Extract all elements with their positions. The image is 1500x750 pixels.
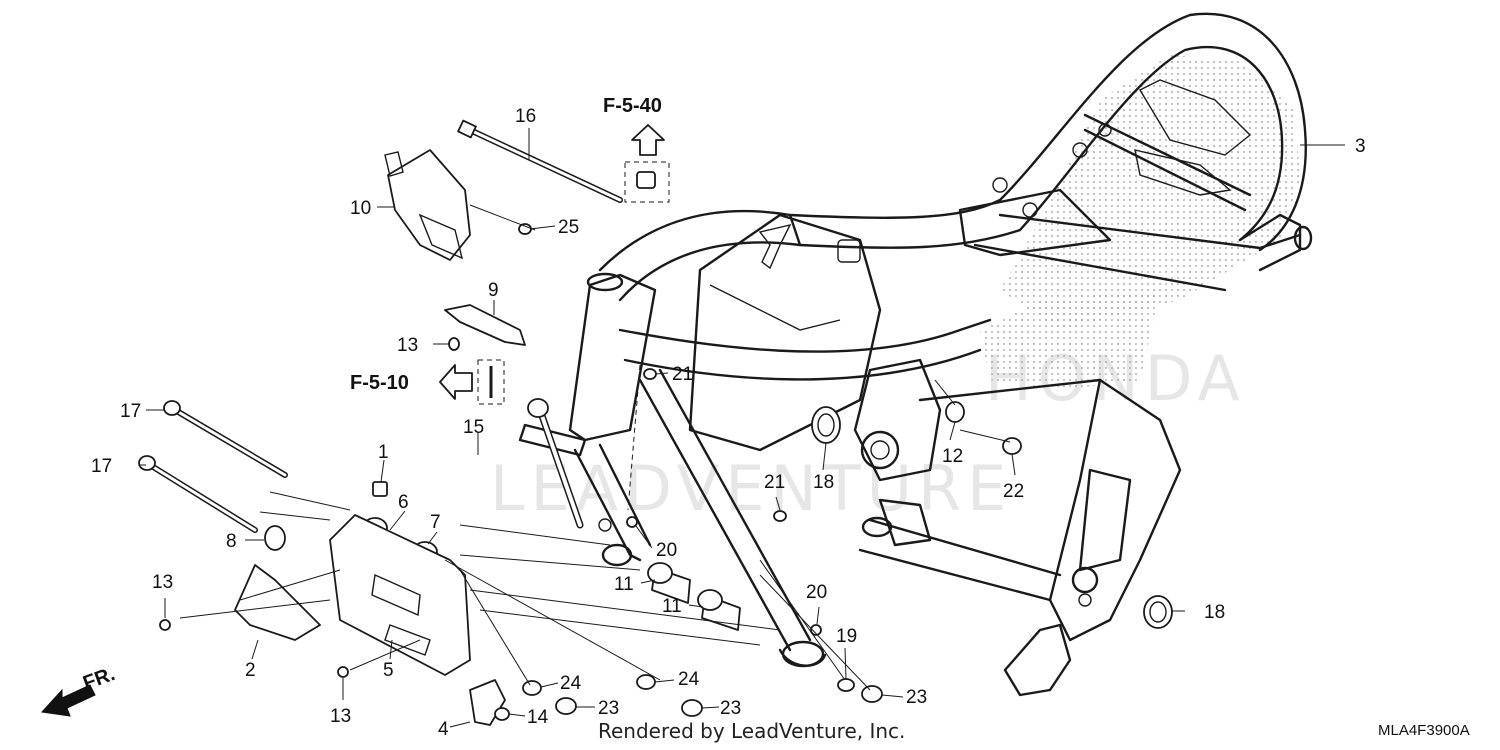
callout-25[interactable]: 25 [558, 217, 579, 238]
render-credit: Rendered by LeadVenture, Inc. [598, 719, 905, 743]
ref-code-left[interactable]: F-5-10 [350, 372, 409, 394]
callout-11-bottom[interactable]: 11 [662, 596, 682, 617]
callout-10[interactable]: 10 [350, 198, 371, 219]
callout-13-left[interactable]: 13 [152, 572, 173, 593]
callout-24-left[interactable]: 24 [560, 673, 582, 694]
bolt-part-14 [494, 707, 510, 721]
diagram-code: MLA4F3900A [1378, 722, 1470, 739]
bolt-part-20 [626, 516, 822, 636]
callout-4[interactable]: 4 [438, 719, 449, 740]
callout-labels: 16 3 10 25 9 13 21 17 15 1 18 12 17 21 2… [91, 106, 1366, 740]
callout-18-left[interactable]: 18 [813, 472, 834, 493]
callout-21-mid[interactable]: 21 [764, 472, 785, 493]
callout-17-top[interactable]: 17 [120, 401, 141, 422]
callout-20-left[interactable]: 20 [656, 540, 677, 561]
bolt-part-21 [643, 368, 787, 522]
washer-part-24b [636, 674, 656, 690]
bolt-part-25 [518, 223, 532, 235]
bracket-part-2 [234, 564, 321, 641]
washer-part-19 [837, 678, 855, 692]
callout-14[interactable]: 14 [527, 707, 549, 728]
callout-11-top[interactable]: 11 [614, 574, 634, 595]
callout-24-right[interactable]: 24 [678, 669, 700, 690]
callout-12[interactable]: 12 [942, 446, 963, 467]
bolt-part-16 [457, 119, 623, 203]
callout-1[interactable]: 1 [378, 442, 389, 463]
nut-part-1 [372, 481, 388, 497]
callout-16[interactable]: 16 [515, 106, 536, 127]
collar-part-8 [264, 525, 286, 551]
nut-part-23c [861, 685, 883, 703]
nut-part-22 [1002, 437, 1022, 455]
callout-19[interactable]: 19 [836, 626, 857, 647]
front-direction-arrow [40, 684, 96, 717]
callout-13-bottom[interactable]: 13 [330, 706, 351, 727]
callout-3[interactable]: 3 [1355, 136, 1366, 157]
callout-8[interactable]: 8 [226, 531, 237, 552]
bracket-part-9 [444, 304, 526, 346]
collar-part-11 [647, 562, 741, 631]
frame-body [518, 12, 1313, 697]
bolt-part-15 [527, 398, 584, 529]
grommet-part-18 [811, 406, 1173, 629]
callout-20-right[interactable]: 20 [806, 582, 827, 603]
washer-part-24a [522, 680, 542, 696]
callout-22[interactable]: 22 [1003, 481, 1024, 502]
callout-5[interactable]: 5 [383, 660, 394, 681]
callout-2[interactable]: 2 [245, 660, 256, 681]
callout-17-bottom[interactable]: 17 [91, 456, 112, 477]
callout-6[interactable]: 6 [398, 492, 409, 513]
callout-21-top[interactable]: 21 [672, 364, 693, 385]
nut-part-23a [555, 697, 577, 715]
callout-23-right[interactable]: 23 [906, 687, 927, 708]
nut-part-23b [681, 699, 703, 717]
bracket-part-10 [384, 149, 471, 261]
callout-13-top[interactable]: 13 [397, 335, 418, 356]
callout-23-left[interactable]: 23 [598, 698, 619, 719]
callout-9[interactable]: 9 [488, 280, 499, 301]
front-direction-label: FR. [80, 663, 118, 695]
leader-lines [140, 128, 1345, 728]
callout-18-right[interactable]: 18 [1204, 602, 1225, 623]
ref-arrow-up [624, 124, 670, 203]
ref-arrow-left [439, 359, 505, 405]
callout-7[interactable]: 7 [430, 512, 441, 533]
callout-15[interactable]: 15 [463, 417, 484, 438]
plate-part-5 [329, 514, 471, 676]
ref-code-top[interactable]: F-5-40 [603, 95, 662, 117]
bolt-part-13 [159, 337, 460, 678]
bolt-part-17 [138, 400, 288, 533]
callout-23-mid[interactable]: 23 [720, 698, 741, 719]
